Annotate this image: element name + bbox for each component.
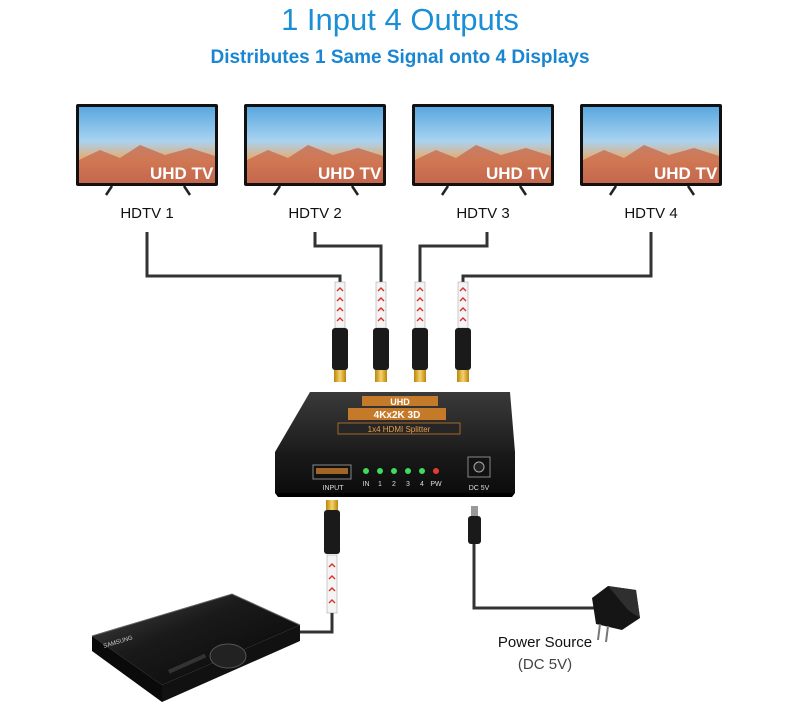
- led-label-2: 2: [392, 481, 396, 488]
- led-1: [377, 468, 383, 474]
- led-pw: [433, 468, 439, 474]
- input-cable: [298, 500, 340, 634]
- subtitle: Distributes 1 Same Signal onto 4 Display…: [210, 47, 590, 68]
- model-label: 1x4 HDMI Splitter: [368, 425, 431, 434]
- led-label-4: 4: [420, 481, 424, 488]
- power-source-sublabel: (DC 5V): [517, 656, 573, 673]
- input-port-label: INPUT: [323, 485, 345, 492]
- disc-tray-knob: [209, 643, 247, 669]
- dc-port-label: DC 5V: [469, 485, 490, 492]
- tv-screen-text: UHD TV: [318, 164, 382, 183]
- badge-uhd: [362, 396, 438, 406]
- tv-hdtv-3: UHD TV: [412, 104, 554, 196]
- tv-hdtv-4: UHD TV: [580, 104, 722, 196]
- tv-screen-text: UHD TV: [654, 164, 718, 183]
- led-4: [419, 468, 425, 474]
- svg-text:UHD: UHD: [390, 397, 410, 407]
- led-label-3: 3: [406, 481, 410, 488]
- tv-hdtv-1: UHD TV: [76, 104, 218, 196]
- led-label-pw: PW: [430, 481, 442, 488]
- hdmi-splitter: UHD 4Kx2K 3D 1x4 HDMI Splitter INPUT IN …: [275, 392, 515, 497]
- power-adapter-icon: [592, 586, 640, 643]
- led-label-1: 1: [378, 481, 382, 488]
- led-3: [405, 468, 411, 474]
- blu-ray-player: SAMSUNG: [91, 593, 301, 702]
- badge-resolution: [348, 408, 446, 420]
- tv-screen-text: UHD TV: [150, 164, 214, 183]
- tv-screen-text: UHD TV: [486, 164, 550, 183]
- tv-label-hdtv-1: HDTV 1: [120, 205, 174, 222]
- tv-hdtv-2: UHD TV: [244, 104, 386, 196]
- power-source-label: Power Source: [497, 634, 593, 651]
- hdmi-plugs-output: [332, 328, 471, 382]
- signal-arrows: [334, 281, 469, 329]
- led-label-in: IN: [363, 481, 370, 488]
- led-2: [391, 468, 397, 474]
- svg-text:4Kx2K 3D: 4Kx2K 3D: [374, 410, 421, 421]
- tv-label-hdtv-4: HDTV 4: [624, 205, 678, 222]
- tv-label-hdtv-2: HDTV 2: [288, 205, 342, 222]
- tv-label-hdtv-3: HDTV 3: [456, 205, 510, 222]
- output-cables: [145, 232, 653, 325]
- led-in: [363, 468, 369, 474]
- power-cable: [468, 506, 640, 643]
- main-title: 1 Input 4 Outputs: [281, 2, 519, 37]
